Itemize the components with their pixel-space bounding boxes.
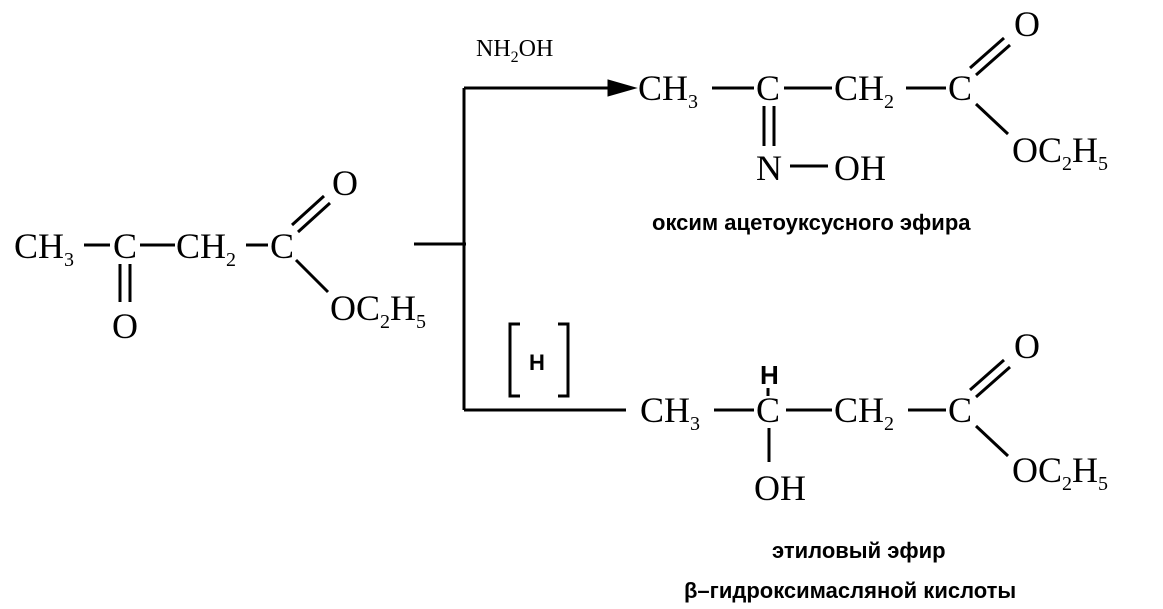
bond-oxime-c-oc2h5 — [974, 102, 1010, 136]
bond-oxime-co-1 — [969, 36, 1005, 70]
reactant-o-double: O — [332, 163, 358, 203]
product-oxime: CH3 C CH2 C O OC2H5 N OH оксим ацетоуксу… — [638, 4, 1108, 235]
reactant-ch2: CH2 — [176, 226, 236, 271]
hydroxy-c: C — [756, 390, 780, 430]
oxime-o-double: O — [1014, 4, 1040, 44]
bond-double-co-1 — [290, 194, 326, 227]
reactant-oc2h5: OC2H5 — [330, 288, 426, 333]
hydroxy-c-ester: C — [948, 390, 972, 430]
bond-hydroxy-co-1 — [969, 358, 1005, 392]
hydroxy-oh: OH — [754, 468, 806, 508]
product-hydroxy-ester: CH3 C H CH2 C O OC2H5 OH этиловый эфир β… — [640, 326, 1108, 603]
reactant-ch3: CH3 — [14, 226, 74, 271]
hydroxy-o-double: O — [1014, 326, 1040, 366]
oxime-caption: оксим ацетоуксусного эфира — [652, 210, 971, 235]
reactant-c-keto: C — [113, 226, 137, 266]
oxime-c-ester: C — [948, 68, 972, 108]
oxime-ch2: CH2 — [834, 68, 894, 113]
bracket-left — [508, 322, 520, 398]
bond-oxime-co-2 — [975, 43, 1011, 77]
hydroxy-caption-line1: этиловый эфир — [772, 538, 946, 563]
oxime-n: N — [756, 148, 782, 188]
reactant-c-ester: C — [270, 226, 294, 266]
branch-lines — [414, 79, 638, 412]
hydroxy-ch2: CH2 — [834, 390, 894, 435]
reactant-o-keto: O — [112, 306, 138, 346]
bond-hydroxy-c-oc2h5 — [974, 424, 1010, 458]
bond-double-co-2 — [296, 201, 332, 234]
hydroxy-ch3: CH3 — [640, 390, 700, 435]
oxime-ch3: CH3 — [638, 68, 698, 113]
reagent-nh2oh: NH2OH — [476, 36, 553, 66]
oxime-oh: OH — [834, 148, 886, 188]
oxime-c: C — [756, 68, 780, 108]
reactant-ethyl-acetoacetate: CH3 C CH2 C O OC2H5 O — [14, 163, 426, 346]
bond-hydroxy-co-2 — [975, 365, 1011, 399]
reagent-hydrogen: H — [508, 322, 570, 398]
reagent-h-label: H — [529, 350, 545, 375]
bracket-right — [558, 322, 570, 398]
oxime-oc2h5: OC2H5 — [1012, 130, 1108, 175]
hydroxy-h: H — [760, 360, 779, 390]
arrow-top-head — [607, 79, 638, 97]
bond-c-oc2h5 — [294, 258, 330, 294]
hydroxy-oc2h5: OC2H5 — [1012, 450, 1108, 495]
hydroxy-caption-line2: β–гидроксимасляной кислоты — [684, 578, 1016, 603]
